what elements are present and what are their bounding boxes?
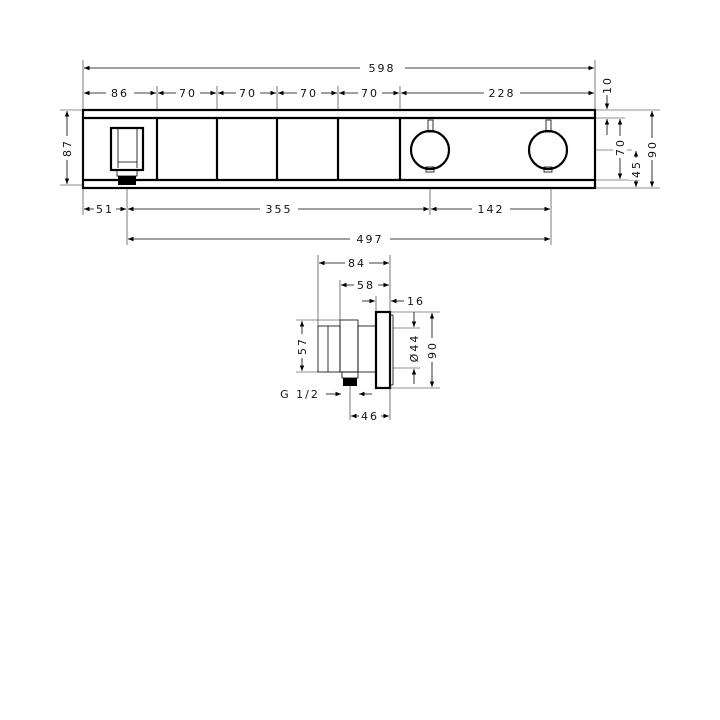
dim-outlet-height: 57 <box>296 337 309 355</box>
valve-knob-icon <box>527 119 569 173</box>
dim-thread: G 1/2 <box>280 388 320 401</box>
dim-segment-1: 86 <box>111 87 129 100</box>
dim-body-depth: 58 <box>357 279 375 292</box>
dim-overall-width: 598 <box>369 62 396 75</box>
dim-overall-height: 90 <box>646 140 659 158</box>
wall-plate <box>374 310 392 390</box>
dim-bottom-left-offset: 51 <box>96 203 114 216</box>
dim-plate-thickness: 16 <box>407 295 425 308</box>
dim-outlet-offset: 46 <box>361 410 379 423</box>
dim-bottom-middle: 355 <box>266 203 293 216</box>
dim-segment-2: 70 <box>179 87 197 100</box>
dim-diameter: Ø44 <box>408 334 421 363</box>
dim-height-left: 87 <box>61 139 74 157</box>
dim-knob-center-height: 45 <box>630 160 643 178</box>
dim-segment-5: 70 <box>361 87 379 100</box>
front-view: 598 86 70 70 70 70 228 87 <box>60 60 660 246</box>
outlet-body <box>317 325 341 373</box>
thread-icon <box>343 378 357 386</box>
dim-segment-3: 70 <box>239 87 257 100</box>
dim-top-offset: 10 <box>601 76 614 94</box>
side-view: 84 58 16 57 Ø44 90 G 1/2 46 <box>280 255 440 423</box>
dim-inner-height: 70 <box>614 138 627 156</box>
thermostat-knob-icon <box>409 119 451 173</box>
dim-segment-4: 70 <box>300 87 318 100</box>
dim-bottom-right: 142 <box>478 203 505 216</box>
dim-side-height: 90 <box>426 341 439 359</box>
hose-outlet-icon <box>109 126 145 185</box>
dim-overall-depth: 84 <box>348 257 366 270</box>
dim-bottom-span: 497 <box>357 233 384 246</box>
dim-segment-6: 228 <box>489 87 516 100</box>
